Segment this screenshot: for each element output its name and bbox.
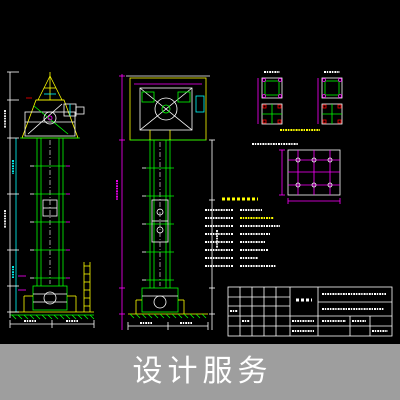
flange-detail-views-outline [277,104,282,109]
flange-detail-views-outline [277,119,282,124]
foundation-plate-view-circle [295,157,301,163]
front-view-boot-line [11,314,17,320]
front-view-head-circle [47,115,53,121]
side-view-boot-line [129,313,135,319]
foundation-plate-view-circle [327,182,333,188]
flange-detail-views-outline [322,119,327,124]
flange-detail-views-circle [262,94,266,98]
front-view-head-circle [43,111,57,125]
foundation-plate-view-circle [295,182,301,188]
side-view-head-outline [139,87,193,131]
front-view-boot-line [77,314,83,320]
front-view-boot-line [35,314,41,320]
side-view-boot-line [189,313,195,319]
front-view-boot-line [59,314,65,320]
front-view-boot-line [29,314,35,320]
side-view-boot-line [147,313,153,319]
technical-parameters-notes [205,197,280,267]
flange-detail-views-outline [262,104,267,109]
side-view-head [126,75,210,141]
side-view-boot-line [177,313,183,319]
flange-detail-views-outline [321,77,343,99]
foundation-plate-view-circle [311,157,317,163]
front-view-casing [30,138,70,286]
flange-detail-views-outline [337,104,342,109]
front-view-head-outline [75,106,85,115]
side-view-boot-line [201,313,207,319]
front-view-dimensions [4,71,95,328]
front-view-boot-line [23,314,29,320]
side-view-boot-line [141,313,147,319]
flange-detail-views-outline [262,119,267,124]
side-view-head-outline [141,91,155,103]
front-view-boot-line [71,314,77,320]
side-view-head-outline [177,91,191,103]
side-view-boot-line [153,313,159,319]
side-view-head-circle [154,97,178,121]
side-view-head-line [139,87,193,131]
flange-detail-views-circle [338,78,342,82]
flange-detail-views-circle [322,78,326,82]
side-view-boot [128,287,208,319]
flange-detail-views-circle [262,78,266,82]
flange-detail-views-circle [338,94,342,98]
front-view-boot-line [17,314,23,320]
side-view-boot-circle [153,295,167,309]
banner-title: 设计服务 [132,354,273,389]
front-view-boot-circle [43,291,57,305]
side-view-boot-line [195,313,201,319]
front-view-boot-outline [32,285,68,311]
side-view-boot-line [171,313,177,319]
foundation-plate-view-circle [327,157,333,163]
service-banner: 设计服务 [0,344,400,400]
front-view-boot-line [89,314,95,320]
front-view-boot [10,262,95,320]
title-block-outline [227,286,393,337]
side-view-boot-line [135,313,141,319]
foundation-plate-view [252,143,341,204]
flange-detail-views [257,71,343,131]
flange-detail-views-outline [264,80,280,96]
side-view-boot-line [183,313,189,319]
side-view-casing [142,140,174,288]
flange-detail-views-circle [322,94,326,98]
front-view-head-line [27,103,63,135]
side-view-head-outline [195,95,205,113]
side-view-casing-circle [156,226,164,234]
flange-detail-views-circle [278,94,282,98]
front-view-boot-line [53,314,59,320]
side-view-boot-line [159,313,165,319]
side-view-casing-circle [156,208,164,216]
foundation-plate-view-circle [311,182,317,188]
flange-detail-views-outline [261,77,283,99]
flange-detail-views-circle [278,78,282,82]
flange-detail-views-outline [337,119,342,124]
front-view-boot-line [83,314,89,320]
front-view-boot-line [41,314,47,320]
flange-detail-views-outline [322,104,327,109]
side-view-boot-line [165,313,171,319]
front-view-boot-line [47,314,53,320]
front-view-head [20,72,85,139]
flange-detail-views-outline [324,80,340,96]
front-view-boot-line [65,314,71,320]
title-block [227,286,393,337]
side-view-head-circle [161,104,171,114]
